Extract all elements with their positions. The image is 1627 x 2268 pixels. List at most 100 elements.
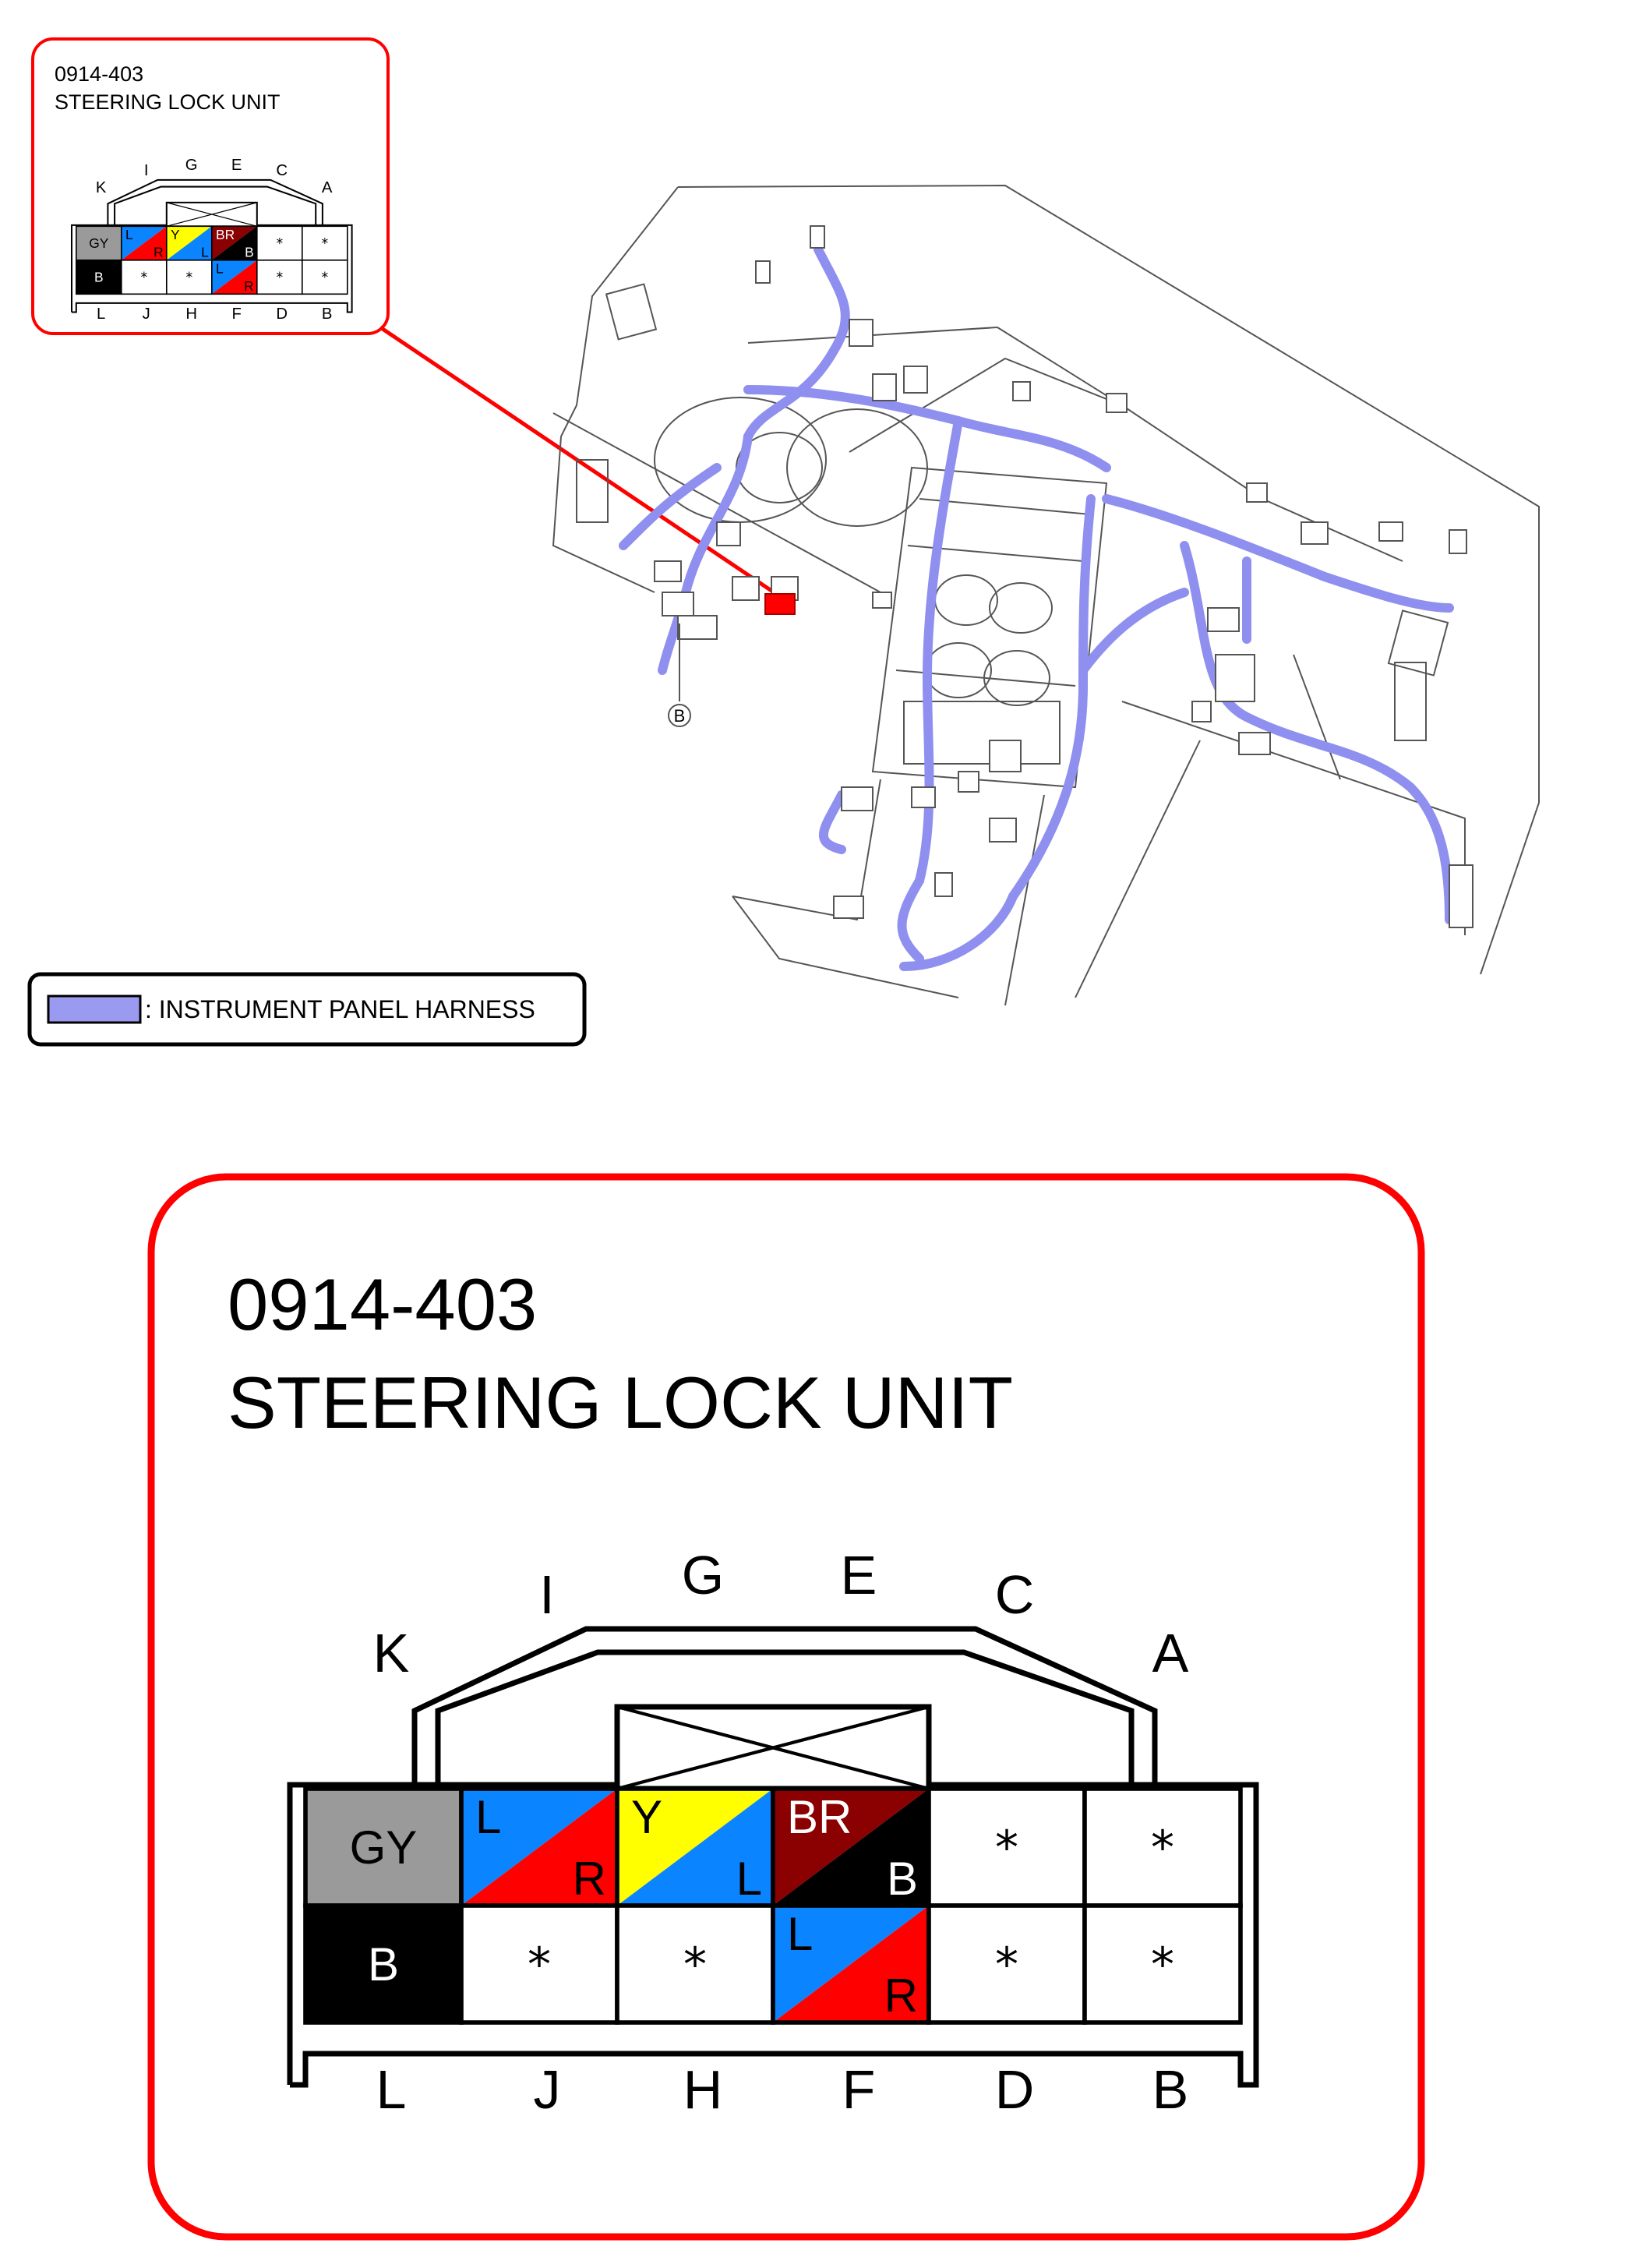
connector-pin-cell: * bbox=[301, 259, 348, 295]
pin-label-bottom: J bbox=[534, 2059, 561, 2120]
steering-lock-unit-highlight bbox=[764, 593, 796, 615]
pin-label-bottom: F bbox=[842, 2059, 876, 2120]
connector-housing bbox=[287, 1782, 1259, 2088]
connector-pin-cell: * bbox=[1082, 1903, 1243, 2025]
connector-latch-inner bbox=[114, 185, 317, 227]
pin-label-top: C bbox=[995, 1564, 1035, 1625]
connector-pin-cell: * bbox=[615, 1903, 775, 2025]
pin-wire-color-stripe: R bbox=[573, 1853, 606, 1905]
pin-wire-color: GY bbox=[350, 1821, 418, 1874]
connector-pin-cell: * bbox=[120, 259, 168, 295]
harness-connectors bbox=[654, 225, 1473, 928]
pin-label-top: K bbox=[96, 179, 107, 196]
pin-wire-color-stripe: L bbox=[736, 1853, 762, 1905]
large-connector-callout: 0914-403 STEERING LOCK UNIT GYLRYLBRB**B… bbox=[147, 1173, 1425, 2241]
connector-pin-cell: YL bbox=[615, 1786, 775, 1908]
connector-pin-cell: LR bbox=[771, 1903, 931, 2025]
small-connector-callout: 0914-403 STEERING LOCK UNIT GYLRYLBRB**B… bbox=[31, 37, 390, 335]
legend-harness-swatch bbox=[47, 994, 142, 1024]
pin-wire-color-stripe: R bbox=[154, 245, 164, 260]
large-connector-code: 0914-403 bbox=[228, 1263, 537, 1345]
pin-label-bottom: H bbox=[185, 306, 197, 323]
small-connector-name: STEERING LOCK UNIT bbox=[55, 90, 281, 114]
pin-label-top: E bbox=[841, 1545, 877, 1606]
pin-label-bottom: H bbox=[683, 2059, 723, 2120]
pin-unused-mark: * bbox=[185, 270, 192, 286]
connector-pin-cell: LR bbox=[210, 259, 258, 295]
pin-wire-color-stripe: L bbox=[201, 245, 209, 260]
connector-pin-cell: GY bbox=[303, 1786, 464, 1908]
pin-unused-mark: * bbox=[1151, 1821, 1174, 1875]
pin-label-top: G bbox=[185, 157, 198, 174]
pin-unused-mark: * bbox=[321, 236, 328, 252]
pin-wire-color-stripe: B bbox=[245, 245, 254, 260]
pin-wire-color-base: L bbox=[787, 1908, 813, 1960]
pin-label-top: I bbox=[539, 1564, 554, 1625]
pin-wire-color-base: L bbox=[125, 227, 133, 242]
connector-pin-cell: LR bbox=[120, 225, 168, 261]
pin-wire-color-base: BR bbox=[787, 1791, 852, 1843]
connector-pin-cell: * bbox=[301, 225, 348, 261]
pin-wire-color: GY bbox=[89, 235, 109, 251]
small-connector-code: 0914-403 bbox=[55, 62, 143, 86]
connector-housing bbox=[70, 224, 353, 313]
pin-label-bottom: D bbox=[276, 306, 288, 323]
connector-pin-cell: YL bbox=[165, 225, 213, 261]
connector-key-cross bbox=[166, 202, 257, 227]
pin-unused-mark: * bbox=[995, 1821, 1018, 1875]
pin-wire-color-base: L bbox=[216, 260, 224, 276]
pin-label-top: I bbox=[144, 162, 149, 179]
pin-unused-mark: * bbox=[276, 236, 283, 252]
pin-label-bottom: B bbox=[1152, 2059, 1189, 2120]
harness-callout-label: B bbox=[674, 706, 686, 726]
pin-label-top: E bbox=[231, 157, 242, 174]
connector-latch-outer bbox=[411, 1626, 1158, 1789]
connector-pin-cell: * bbox=[926, 1903, 1087, 2025]
pin-unused-mark: * bbox=[1151, 1938, 1174, 1992]
connector-latch-outer bbox=[107, 178, 323, 227]
pin-label-bottom: F bbox=[232, 306, 242, 323]
harness-callout-marker: B bbox=[668, 624, 691, 727]
pin-wire-color-stripe: B bbox=[887, 1853, 918, 1905]
pin-wire-color-base: BR bbox=[216, 227, 235, 242]
large-connector-name: STEERING LOCK UNIT bbox=[228, 1362, 1013, 1443]
connector-pin-cell: BR B bbox=[771, 1786, 931, 1908]
pin-label-top: A bbox=[322, 179, 333, 196]
pin-unused-mark: * bbox=[321, 270, 328, 286]
pin-unused-mark: * bbox=[995, 1938, 1018, 1992]
connector-pin-cell: * bbox=[256, 225, 303, 261]
connector-pin-cell: BR B bbox=[210, 225, 258, 261]
connector-key-cross bbox=[616, 1705, 930, 1791]
pin-label-bottom: L bbox=[97, 306, 105, 323]
connector-latch-inner bbox=[435, 1649, 1135, 1789]
pin-label-bottom: L bbox=[376, 2059, 407, 2120]
connector-pin-cell: B bbox=[303, 1903, 464, 2025]
pin-unused-mark: * bbox=[528, 1938, 551, 1992]
legend: : INSTRUMENT PANEL HARNESS bbox=[27, 972, 587, 1047]
pin-wire-color-stripe: R bbox=[244, 278, 254, 294]
callout-pointer-line bbox=[379, 325, 787, 602]
connector-pin-cell: * bbox=[459, 1903, 619, 2025]
pin-label-top: G bbox=[682, 1545, 724, 1606]
pin-label-top: K bbox=[373, 1623, 410, 1683]
pin-wire-color-base: Y bbox=[171, 227, 180, 242]
legend-label: : INSTRUMENT PANEL HARNESS bbox=[145, 995, 535, 1023]
connector-pin-cell: * bbox=[165, 259, 213, 295]
instrument-panel-harness bbox=[619, 245, 1454, 971]
pin-unused-mark: * bbox=[140, 270, 147, 286]
pin-unused-mark: * bbox=[683, 1938, 707, 1992]
pin-label-top: C bbox=[276, 162, 288, 179]
connector-pin-cell: * bbox=[1082, 1786, 1243, 1908]
pin-label-bottom: B bbox=[322, 306, 333, 323]
pin-label-top: A bbox=[1152, 1623, 1189, 1683]
legend-box bbox=[27, 972, 587, 1047]
connector-pin-cell: GY bbox=[75, 225, 122, 261]
pin-wire-color-base: Y bbox=[631, 1791, 662, 1843]
connector-pin-cell: * bbox=[926, 1786, 1087, 1908]
pin-wire-color: B bbox=[368, 1938, 399, 1991]
pin-unused-mark: * bbox=[276, 270, 283, 286]
pin-wire-color-base: L bbox=[475, 1791, 501, 1843]
